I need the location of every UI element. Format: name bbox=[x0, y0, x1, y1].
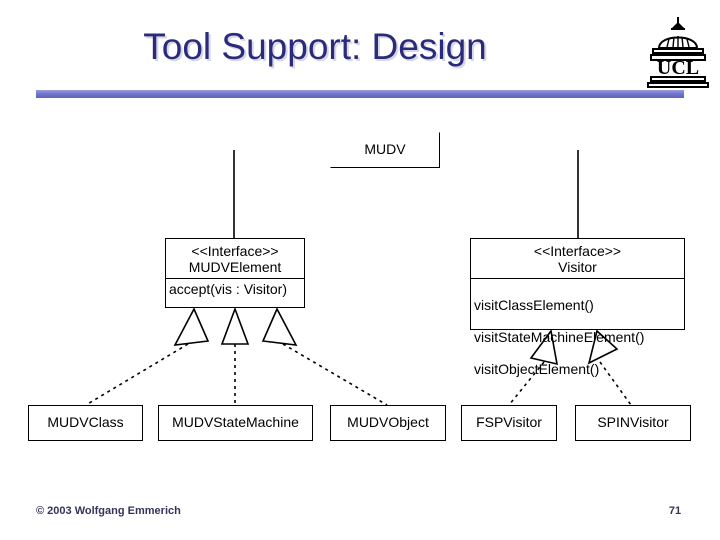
uml-class-visitor-stereotype-text: <<Interface>> bbox=[533, 243, 622, 259]
realization-mudvclass-to-mudvelement bbox=[85, 307, 210, 406]
realization-mudvobject-to-mudvelement bbox=[261, 307, 388, 406]
uml-class-mudvclass-name: MUDVClass bbox=[47, 414, 124, 430]
footer-copyright: © 2003 Wolfgang Emmerich bbox=[36, 505, 181, 517]
uml-class-mudvelement[interactable]: <<Interface>>MUDVElement accept(vis : Vi… bbox=[165, 238, 305, 308]
uml-class-spinvisitor[interactable]: SPINVisitor bbox=[575, 405, 691, 441]
uml-class-mudvclass[interactable]: MUDVClass bbox=[28, 405, 143, 441]
uml-class-mudvelement-stereotype-text: <<Interface>> bbox=[191, 243, 279, 259]
uml-class-mudvstatemachine[interactable]: MUDVStateMachine bbox=[158, 405, 313, 441]
uml-class-visitor-name: Visitor bbox=[558, 259, 597, 275]
uml-class-fspvisitor[interactable]: FSPVisitor bbox=[461, 405, 557, 441]
ucl-logo-icon: UCL bbox=[647, 17, 709, 88]
page-title: Tool Support: Design bbox=[143, 26, 487, 67]
uml-operation-visitstatemachineelement: visitStateMachineElement() bbox=[474, 329, 645, 345]
uml-operation-visitclasselement: visitClassElement() bbox=[474, 297, 594, 313]
realization-mudvstatemachine-to-mudvelement bbox=[220, 306, 250, 405]
uml-class-visitor[interactable]: <<Interface>>Visitor visitClassElement()… bbox=[470, 238, 685, 377]
uml-class-fspvisitor-name: FSPVisitor bbox=[476, 414, 542, 430]
ucl-logo: UCL bbox=[645, 16, 711, 90]
uml-class-spinvisitor-name: SPINVisitor bbox=[597, 414, 669, 430]
uml-class-visitor-stereotype: <<Interface>>Visitor bbox=[471, 239, 684, 278]
title-divider-bar bbox=[36, 90, 684, 98]
uml-class-mudvelement-name: MUDVElement bbox=[188, 259, 282, 275]
uml-class-mudv[interactable]: MUDV bbox=[330, 132, 440, 168]
uml-class-mudvelement-operations: accept(vis : Visitor) bbox=[166, 278, 304, 300]
uml-class-mudvelement-stereotype: <<Interface>>MUDVElement bbox=[166, 239, 304, 278]
footer-page-number: 71 bbox=[668, 505, 682, 517]
svg-text:UCL: UCL bbox=[657, 57, 699, 79]
uml-class-mudv-name: MUDV bbox=[364, 141, 406, 157]
uml-operation-visitobjectelement: visitObjectElement() bbox=[474, 361, 600, 377]
uml-class-mudvobject-name: MUDVObject bbox=[347, 414, 429, 430]
uml-class-visitor-operations: visitClassElement() visitStateMachineEle… bbox=[471, 278, 684, 396]
uml-class-mudvstatemachine-name: MUDVStateMachine bbox=[172, 414, 299, 430]
uml-class-mudvobject[interactable]: MUDVObject bbox=[330, 405, 446, 441]
